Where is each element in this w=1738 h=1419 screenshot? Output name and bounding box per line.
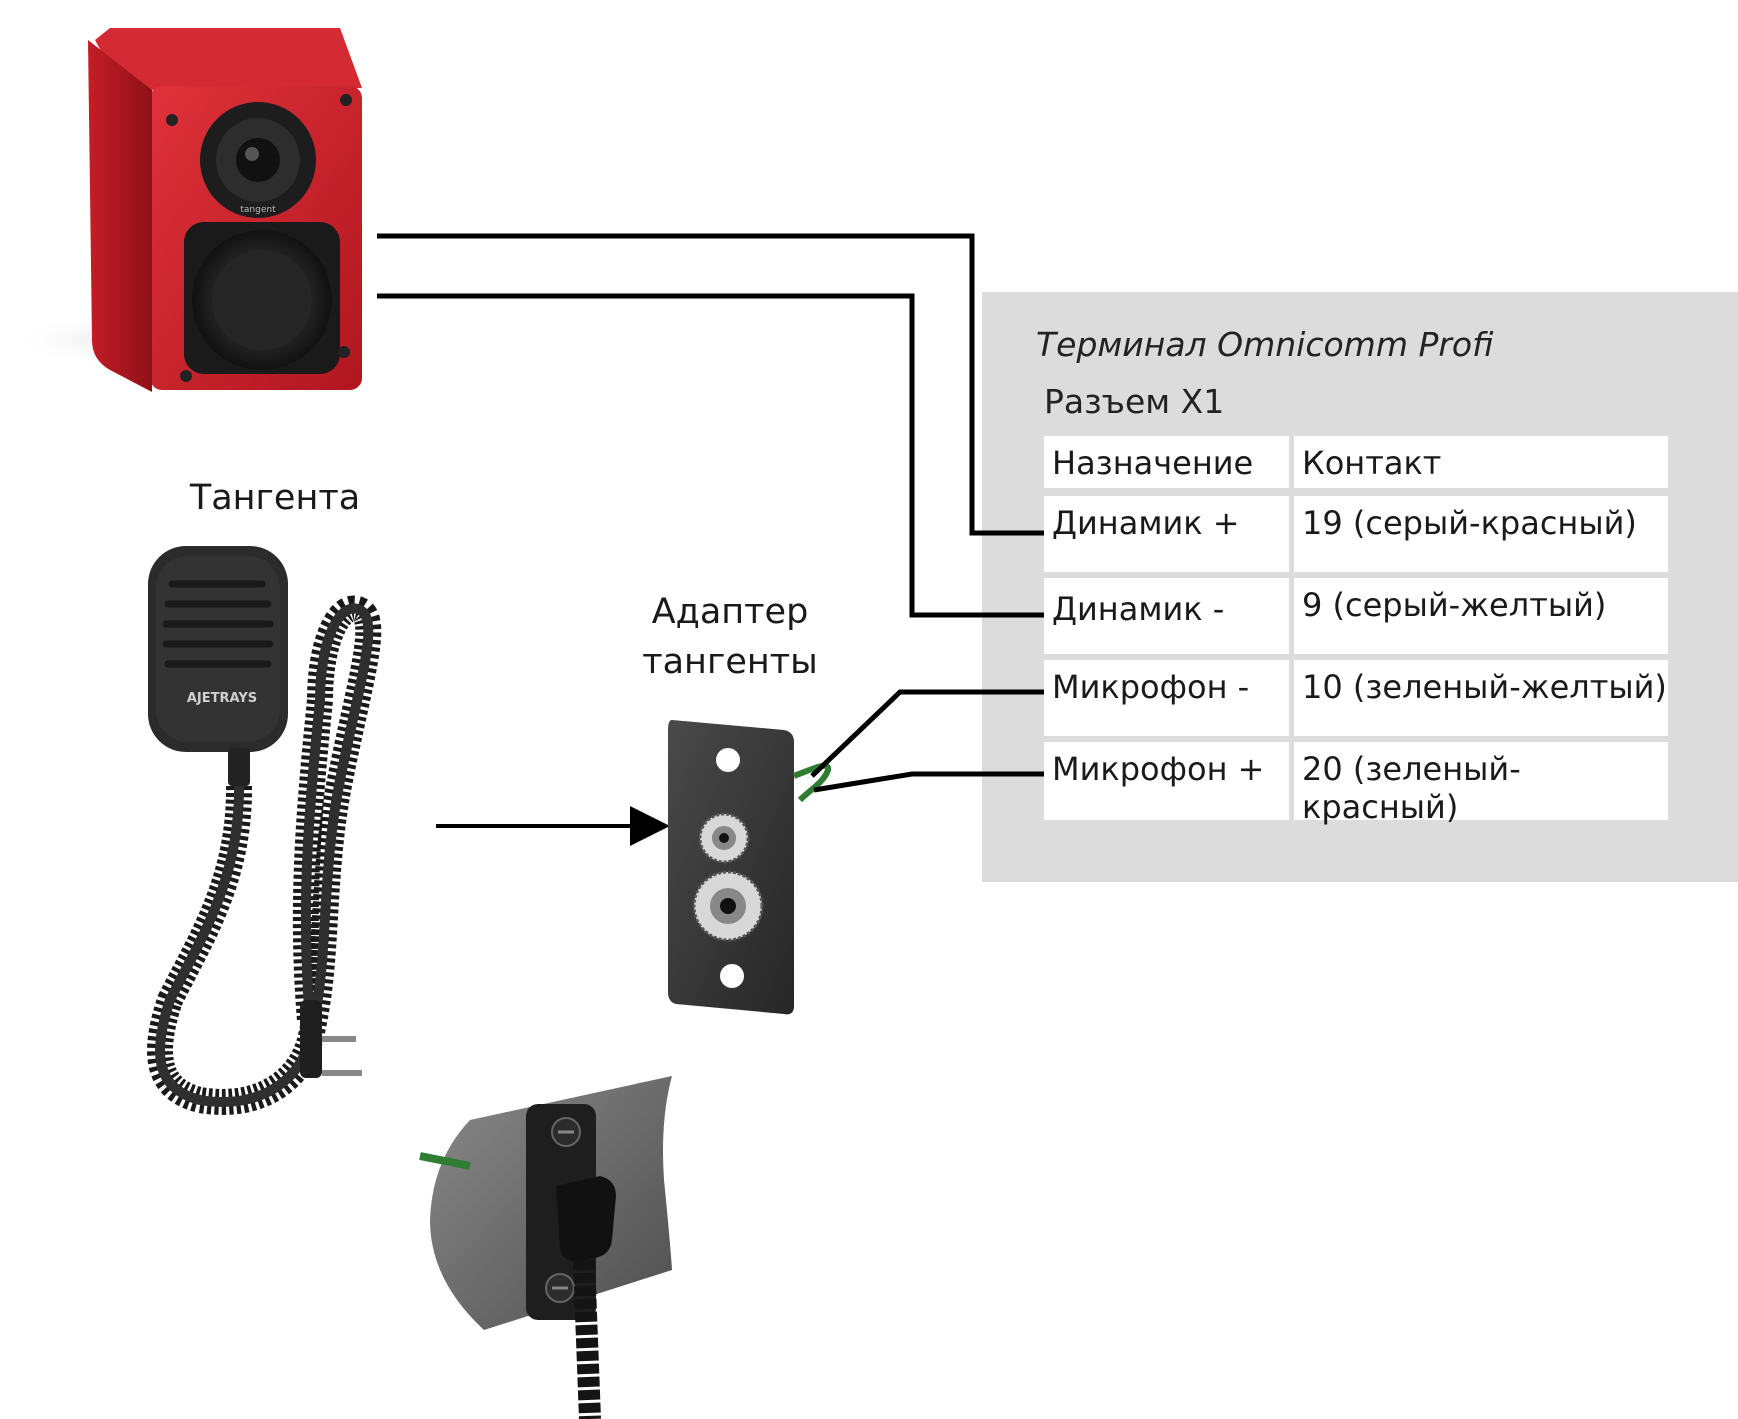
wire-speaker-plus (377, 233, 1044, 536)
adapter-label-line2: тангенты (642, 642, 818, 682)
table-cell-purpose: Микрофон + (1044, 742, 1289, 820)
speaker-brand-text: tangent (240, 205, 276, 215)
adapter-plate-image (668, 720, 831, 1015)
wire-speaker-minus (377, 293, 1044, 618)
table-cell-purpose: Динамик + (1044, 496, 1289, 572)
table-header-contact: Контакт (1294, 436, 1668, 488)
table-cell-contact: 10 (зеленый-желтый) (1294, 660, 1668, 736)
connector-label: Разъем X1 (1044, 382, 1225, 421)
tangenta-label: Тангента (189, 478, 361, 518)
table-cell-purpose: Микрофон - (1044, 660, 1289, 736)
table-cell-purpose: Динамик - (1044, 578, 1289, 654)
table-cell-contact: 20 (зеленый-красный) (1294, 742, 1668, 826)
mic-brand-text: AJETRAYS (187, 691, 257, 706)
wire-mic-plus (813, 771, 1044, 793)
terminal-title: Терминал Omnicomm Profi (1036, 325, 1494, 364)
wire-mic-minus (810, 689, 1044, 778)
adapter-label-line1: Адаптер (651, 592, 809, 632)
microphone-image: AJETRAYS (147, 546, 382, 1115)
table-header-purpose: Назначение (1044, 436, 1289, 488)
mounted-adapter-image (419, 1076, 672, 1419)
speaker-image: tangent (10, 28, 362, 392)
table-cell-contact: 9 (серый-желтый) (1294, 578, 1668, 654)
table-cell-contact: 19 (серый-красный) (1294, 496, 1668, 572)
